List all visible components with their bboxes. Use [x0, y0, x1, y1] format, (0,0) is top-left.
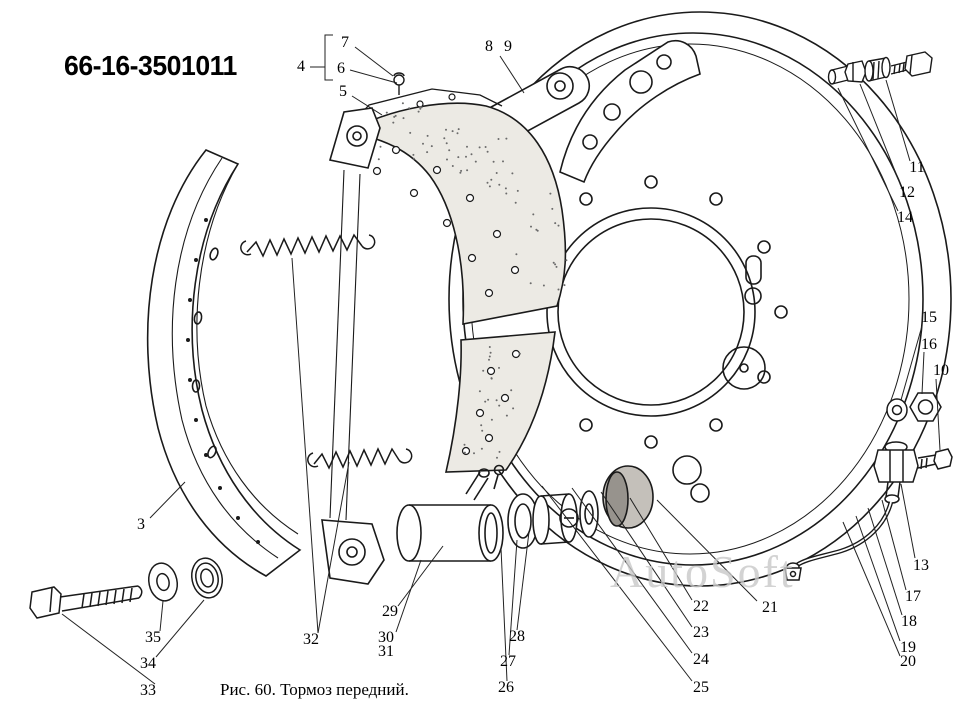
- nut-and-washer-right: [886, 392, 942, 422]
- brake-shoe-front: [321, 88, 567, 585]
- brake-shoe-side: [146, 149, 302, 577]
- callout-29: 29: [382, 603, 398, 620]
- wheel-cylinder-parts: [396, 464, 654, 562]
- callout-3: 3: [137, 516, 145, 533]
- callout-8: 8: [485, 38, 493, 55]
- callout-14: 14: [897, 209, 913, 226]
- brake-hose-fittings-top: [827, 51, 933, 85]
- callout-16: 16: [921, 336, 937, 353]
- brake-hose-assembly: [784, 441, 953, 581]
- callout-17: 17: [905, 588, 921, 605]
- part-number: 66-16-3501011: [64, 50, 237, 81]
- callout-20: 20: [900, 653, 916, 670]
- leader-lines: [61, 34, 941, 685]
- callout-33: 33: [140, 682, 156, 699]
- watermark: AutoSoft: [610, 546, 795, 597]
- return-springs: [240, 233, 413, 470]
- anchor-pin: [393, 72, 405, 95]
- callout-31: 31: [378, 643, 394, 660]
- callout-24: 24: [693, 651, 709, 668]
- callout-12: 12: [899, 184, 915, 201]
- figure-caption: Рис. 60. Тормоз передний.: [220, 680, 409, 699]
- callout-7: 7: [341, 34, 349, 51]
- callout-11: 11: [909, 159, 925, 176]
- callout-19: 19: [900, 639, 916, 656]
- callout-34: 34: [140, 655, 156, 672]
- callout-26: 26: [498, 679, 514, 696]
- callout-23: 23: [693, 624, 709, 641]
- callout-15: 15: [921, 309, 937, 326]
- bolt-and-washers: [29, 557, 224, 619]
- callout-6: 6: [337, 60, 345, 77]
- mounting-bracket: [559, 40, 701, 184]
- callout-13: 13: [913, 557, 929, 574]
- callout-22: 22: [693, 598, 709, 615]
- callout-25: 25: [693, 679, 709, 696]
- callout-9: 9: [504, 38, 512, 55]
- callout-30: 30: [378, 629, 394, 646]
- callout-28: 28: [509, 628, 525, 645]
- callout-35: 35: [145, 629, 161, 646]
- callout-21: 21: [762, 599, 778, 616]
- callout-4: 4: [297, 58, 305, 75]
- lining-speckle-texture: [377, 102, 568, 459]
- callout-32: 32: [303, 631, 319, 648]
- callout-18: 18: [901, 613, 917, 630]
- callout-5: 5: [339, 83, 347, 100]
- callout-27: 27: [500, 653, 516, 670]
- callout-10: 10: [933, 362, 949, 379]
